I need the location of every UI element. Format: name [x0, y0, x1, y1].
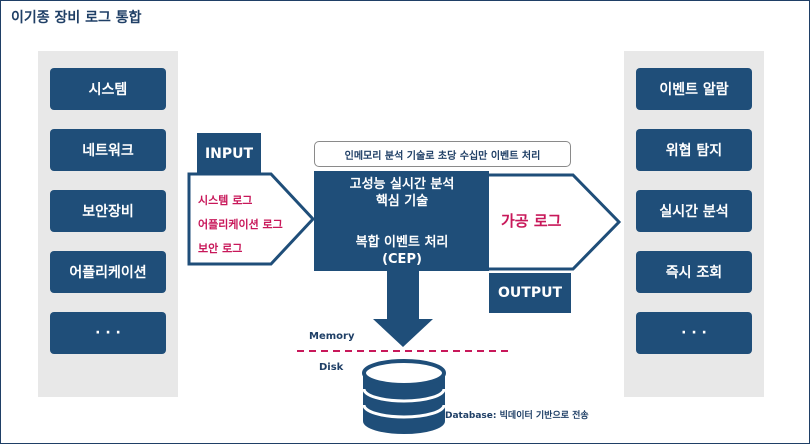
output-instant-query: 즉시 조회 [636, 251, 752, 293]
diagram-title: 이기종 장비 로그 통합 [11, 10, 142, 26]
output-label: OUTPUT [489, 273, 571, 313]
engine-callout: 인메모리 분석 기술로 초당 수십만 이벤트 처리 [314, 141, 571, 167]
engine-line-3: 복합 이벤트 처리 [355, 235, 449, 250]
input-item-security-log: 보안 로그 [198, 242, 243, 255]
engine-line-2: 핵심 기술 [375, 194, 429, 209]
input-log-list: 시스템 로그 어플리케이션 로그 보안 로그 [198, 189, 283, 261]
output-panel: 이벤트 알람 위협 탐지 실시간 분석 즉시 조회 · · · [624, 51, 764, 397]
input-item-system-log: 시스템 로그 [198, 194, 253, 207]
down-arrow [373, 271, 433, 347]
output-event-alarm: 이벤트 알람 [636, 68, 752, 110]
input-label: INPUT [197, 133, 261, 175]
processed-log-label: 가공 로그 [501, 212, 562, 230]
output-realtime-analysis: 실시간 분석 [636, 190, 752, 232]
database-icon [362, 359, 446, 434]
engine-line-4: (CEP) [382, 252, 422, 267]
source-application: 어플리케이션 [50, 251, 166, 293]
source-more: · · · [50, 312, 166, 354]
source-panel: 시스템 네트워크 보안장비 어플리케이션 · · · [38, 51, 178, 397]
output-threat-detection: 위협 탐지 [636, 129, 752, 171]
source-network: 네트워크 [50, 129, 166, 171]
database-note: Database: 빅데이터 기반으로 전송 [445, 411, 589, 421]
disk-label: Disk [319, 362, 344, 373]
source-system: 시스템 [50, 68, 166, 110]
source-security: 보안장비 [50, 190, 166, 232]
engine-heading: 고성능 실시간 분석 핵심 기술 [317, 176, 487, 210]
input-item-application-log: 어플리케이션 로그 [198, 218, 283, 231]
engine-line-1: 고성능 실시간 분석 [349, 177, 455, 192]
memory-label: Memory [309, 331, 355, 342]
output-more: · · · [636, 312, 752, 354]
cep-block [314, 171, 489, 271]
engine-cep: 복합 이벤트 처리 (CEP) [317, 234, 487, 268]
